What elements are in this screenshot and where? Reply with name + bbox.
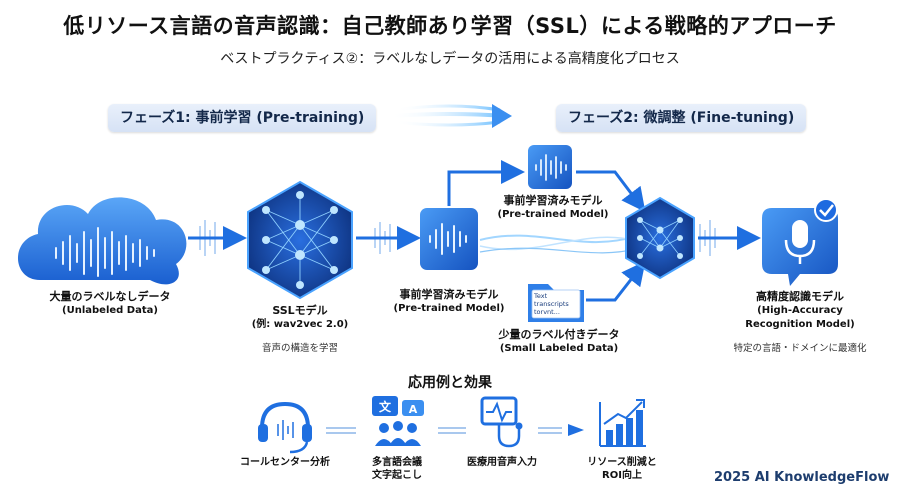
small-labeled-data-label: 少量のラベル付きデータ (Small Labeled Data) [498,328,620,354]
meeting-translate-icon: 文 A [372,396,424,446]
page-subtitle: ベストプラクティス②：ラベルなしデータの活用による高精度化プロセス [220,51,680,67]
neural-network-icon [247,180,353,300]
arrow-to-roi [568,424,584,436]
ssl-model-label: SSLモデル (例: wav2vec 2.0) [251,304,349,330]
pretrained-model-label: 事前学習済みモデル (Pre-trained Model) [393,288,505,314]
connector-dashes [326,427,562,434]
pretrained-model-top-label: 事前学習済みモデル (Pre-trained Model) [497,194,609,220]
unlabeled-data-label: 大量のラベルなしデータ (Unlabeled Data) [49,290,171,316]
phase2-banner: フェーズ2: 微調整 (Fine-tuning) [556,104,807,132]
pretrained-model-icon [420,208,478,270]
phase1-banner: フェーズ1: 事前学習 (Pre-training) [108,104,377,132]
data-flow-streams [479,234,641,254]
ssl-model-note: 音声の構造を学習 [261,343,338,354]
cloud-icon [17,197,187,285]
applications-title: 応用例と効果 [408,375,492,391]
svg-text:A: A [409,403,418,416]
application-medical: 医療用音声入力 [467,457,537,468]
page-title: 低リソース言語の音声認識：自己教師あり学習（SSL）による戦略的アプローチ [63,14,837,38]
microphone-icon [762,208,838,286]
application-meeting: 多言語会議 文字起こし [372,457,422,481]
medical-monitor-icon [480,396,523,448]
headset-icon [258,401,312,454]
document-text: Text transcripts torvnt... [534,292,569,316]
folder-document-icon [528,284,584,322]
finetune-network-icon [625,196,695,280]
application-roi: リソース削減と ROI向上 [587,457,657,481]
pretrained-model-top-icon [528,145,572,189]
arrow-labeled-to-finetune [586,260,646,302]
application-call-center: コールセンター分析 [240,457,330,468]
arrow-top-to-finetune [576,170,646,213]
brand-watermark: 2025 AI KnowledgeFlow [714,470,890,485]
final-model-label: 高精度認識モデル (High-Accuracy Recognition Mode… [745,290,855,330]
final-model-note: 特定の言語・ドメインに最適化 [733,343,867,354]
phase-transition-arrow [389,104,512,128]
check-badge-icon [814,198,838,222]
svg-text:文: 文 [379,399,392,414]
arrow-pretrained-up [447,160,525,206]
growth-chart-icon [599,399,646,447]
